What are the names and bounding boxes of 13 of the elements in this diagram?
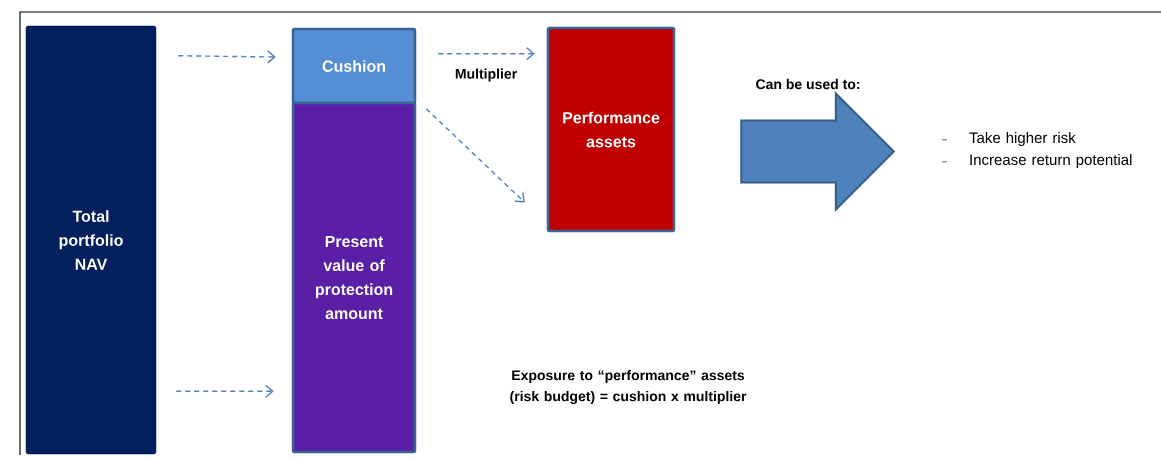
formula-note: Exposure to “performance” assets (risk budget) = cushion x multiplier <box>510 369 747 405</box>
column-box: Total portfolio NAV <box>25 25 157 455</box>
dashed-arrow <box>175 384 274 398</box>
column-box: Performance assets <box>546 26 676 233</box>
column-box: Cushion <box>291 27 417 105</box>
dashed-arrow <box>425 108 525 203</box>
edge-label: Can be used to: <box>754 77 862 91</box>
block-arrow <box>740 91 896 212</box>
column-box: Present value of protection amount <box>291 101 417 454</box>
bullet-list: Take higher risk Increase return potential <box>941 132 1132 168</box>
dashed-arrow <box>437 47 535 61</box>
edge-label: Multiplier <box>453 67 519 83</box>
dashed-arrow <box>177 50 276 64</box>
